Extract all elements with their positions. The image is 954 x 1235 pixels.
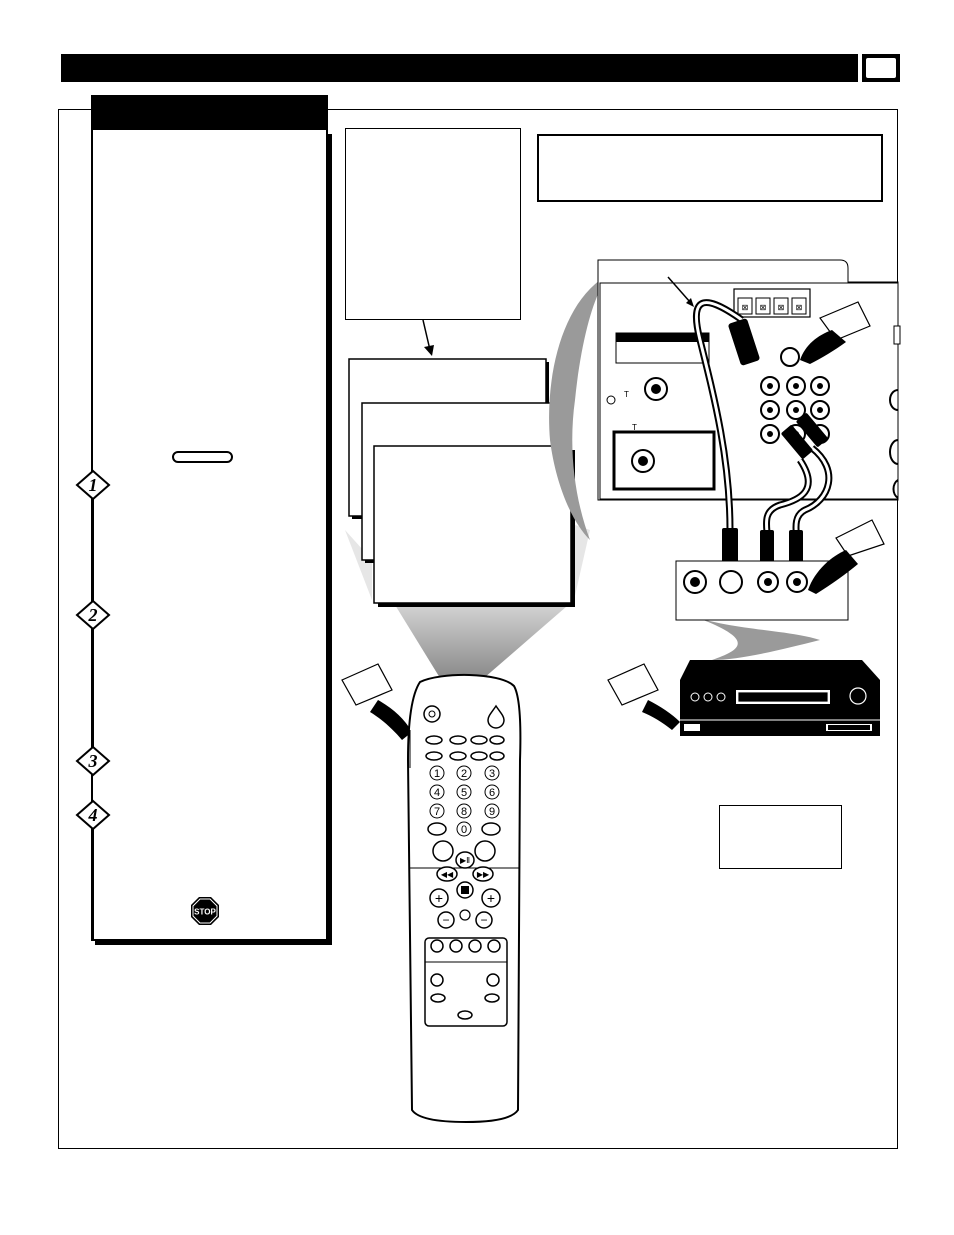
step-number: 4	[88, 805, 98, 825]
svg-text:2: 2	[461, 768, 467, 780]
step-diamond-icon: 4	[75, 799, 111, 831]
stop-sign-icon: STOP	[191, 897, 219, 925]
svg-text:3: 3	[489, 768, 495, 780]
svg-text:▶Ⅱ: ▶Ⅱ	[460, 856, 470, 865]
step-connector	[92, 498, 94, 612]
screen-stack	[348, 358, 575, 607]
svg-text:8: 8	[461, 806, 467, 818]
tv-rear-panel-icon: ⊠ ⊠ ⊠ ⊠ T T	[597, 259, 901, 501]
step-diamond-icon: 1	[75, 469, 111, 501]
step-2: 2	[75, 599, 111, 631]
svg-text:6: 6	[489, 787, 495, 799]
svg-text:⊠: ⊠	[760, 303, 767, 312]
stop-sign: STOP	[191, 897, 219, 930]
cable-icon	[693, 299, 833, 541]
svg-text:T: T	[632, 423, 637, 432]
svg-text:0: 0	[461, 824, 467, 836]
svg-text:7: 7	[434, 806, 440, 818]
step-diamond-icon: 2	[75, 599, 111, 631]
sidebar-heading	[91, 95, 328, 130]
svg-text:1: 1	[434, 768, 440, 780]
stop-label: STOP	[194, 908, 216, 917]
step-number: 2	[88, 605, 98, 625]
svg-text:9: 9	[489, 806, 495, 818]
header-bar	[61, 54, 858, 82]
step-number: 3	[88, 751, 98, 771]
sidebar-panel	[91, 130, 328, 941]
svg-text:+: +	[435, 890, 443, 906]
svg-text:⊠: ⊠	[778, 303, 785, 312]
remote-beam	[392, 600, 574, 678]
step-1: 1	[75, 469, 111, 501]
step-diamond-icon: 3	[75, 745, 111, 777]
vcr-icon	[680, 660, 880, 736]
note-box	[719, 805, 842, 869]
svg-text:◀◀: ◀◀	[441, 870, 454, 879]
hand-pointer-icon	[341, 301, 885, 740]
swoosh	[549, 280, 600, 540]
page-frame	[58, 109, 898, 1149]
step-4: 4	[75, 799, 111, 831]
info-box	[345, 128, 521, 320]
svg-text:▶▶: ▶▶	[477, 870, 490, 879]
svg-text:+: +	[487, 890, 495, 906]
svg-text:5: 5	[461, 787, 467, 799]
step-number: 1	[89, 475, 98, 495]
pointer-arrow	[422, 319, 434, 356]
caption-box	[537, 134, 883, 202]
svg-text:−: −	[480, 913, 487, 927]
svg-text:⊠: ⊠	[742, 303, 749, 312]
svg-text:⊠: ⊠	[796, 303, 803, 312]
svg-text:−: −	[442, 913, 449, 927]
step-3: 3	[75, 745, 111, 777]
remote-control-icon: 1 2 3 4 5 6 7 8 9 0 ▶Ⅱ ◀◀ ▶▶ + + − −	[406, 673, 522, 1124]
button-pill-icon	[172, 451, 233, 463]
step-connector	[92, 628, 94, 758]
page-number	[866, 58, 896, 78]
step-connector	[92, 828, 94, 940]
svg-text:4: 4	[434, 787, 440, 799]
cable-plugs	[722, 318, 828, 570]
svg-text:T: T	[624, 390, 629, 399]
